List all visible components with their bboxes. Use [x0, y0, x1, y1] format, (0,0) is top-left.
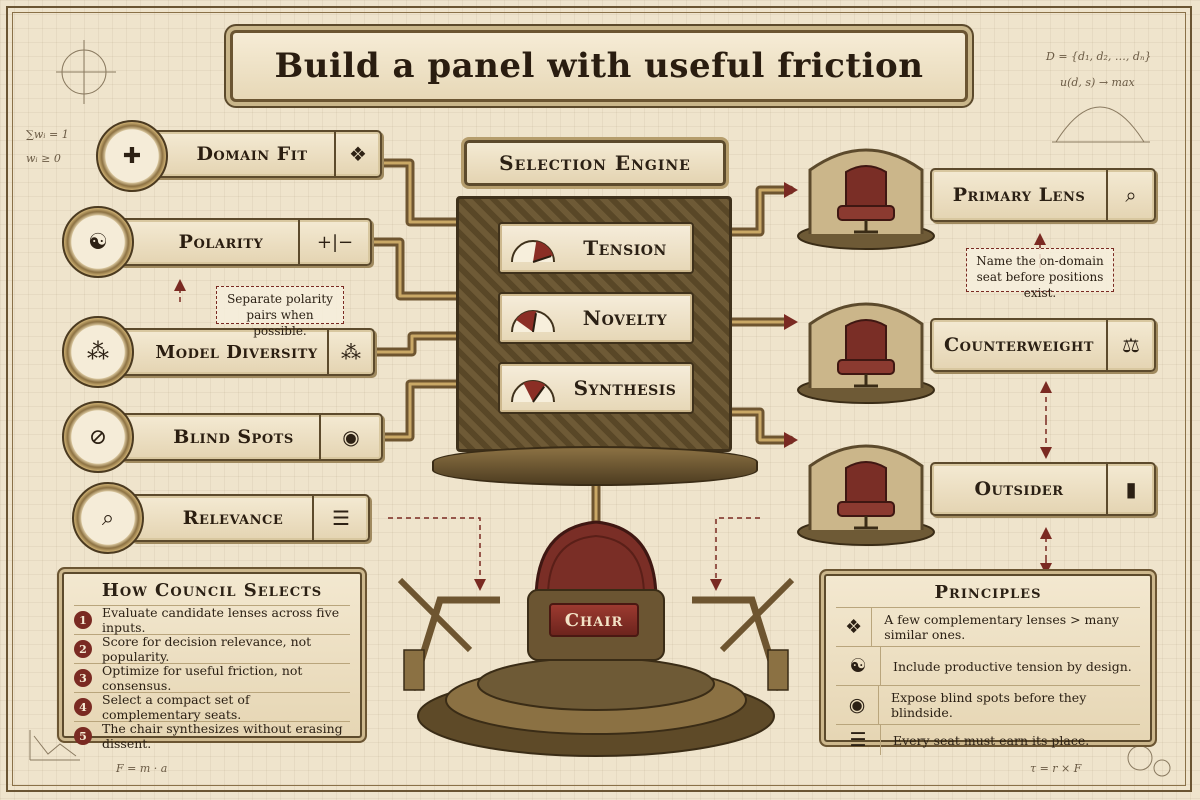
how-step: 4 Select a compact set of complementary s… — [74, 692, 350, 722]
step-number: 3 — [74, 669, 92, 687]
input-label: Domain Fit — [196, 143, 308, 165]
input-label: Polarity — [178, 231, 264, 253]
input-domain-fit[interactable]: Domain Fit ❖ — [148, 130, 382, 178]
seat-alcove-outsider — [797, 444, 935, 546]
magnifier-icon: ⌕ — [101, 505, 115, 531]
network-icon: ⁂ — [327, 330, 373, 374]
gauge-blind-spots: ⊘ — [62, 401, 134, 473]
synthesis-dial — [511, 380, 555, 403]
tension-dial — [511, 240, 555, 263]
principle-row: ☯ Include productive tension by design. — [836, 646, 1140, 685]
document-icon: ☰ — [836, 725, 881, 755]
yin-yang-icon: ☯ — [88, 229, 108, 255]
puzzle-icon: ❖ — [334, 132, 380, 176]
gauge-domain-fit: ✚ — [96, 120, 168, 192]
seat-alcove-primary — [797, 148, 935, 250]
eye-icon: ◉ — [319, 415, 381, 459]
chair-label: Chair — [549, 603, 639, 637]
sketch-marks — [29, 40, 1171, 777]
puzzle-icon: ❖ — [836, 608, 873, 646]
principle-text: Every seat must earn its place. — [893, 732, 1090, 748]
step-number: 2 — [74, 640, 92, 658]
crosshair-icon: ✚ — [122, 143, 142, 169]
scales-icon: ⚖ — [1106, 320, 1154, 370]
novelty-dial — [511, 310, 555, 333]
title-plate: Build a panel with useful friction — [230, 30, 968, 102]
yin-yang-icon: ☯ — [836, 647, 881, 685]
how-step: 3 Optimize for useful friction, not conse… — [74, 663, 350, 693]
input-blind-spots[interactable]: Blind Spots ◉ — [120, 413, 383, 461]
meter-label: Novelty — [582, 306, 668, 330]
gauge-polarity: ☯ — [62, 206, 134, 278]
seat-outsider[interactable]: Outsider ▮ — [930, 462, 1156, 516]
formula-torque: τ = r × F — [1030, 762, 1082, 775]
input-label: Blind Spots — [173, 426, 294, 448]
page-title: Build a panel with useful friction — [274, 46, 924, 86]
seat-label: Primary Lens — [952, 184, 1086, 206]
formula-set: D = {d₁, d₂, …, dₙ} — [1046, 50, 1152, 63]
seat-counterweight[interactable]: Counterweight ⚖ — [930, 318, 1156, 372]
meter-label: Tension — [583, 236, 667, 260]
step-number: 5 — [74, 727, 92, 745]
meter-novelty: Novelty — [498, 292, 694, 344]
meter-label: Synthesis — [573, 376, 677, 400]
how-step: 1 Evaluate candidate lenses across five i… — [74, 605, 350, 635]
step-text: Evaluate candidate lenses across five in… — [102, 605, 340, 635]
input-relevance[interactable]: Relevance ☰ — [130, 494, 370, 542]
principles-title: Principles — [934, 582, 1042, 603]
step-number: 4 — [74, 698, 92, 716]
network-icon: ⁂ — [87, 339, 109, 365]
seat-primary-lens[interactable]: Primary Lens ⌕ — [930, 168, 1156, 222]
input-polarity[interactable]: Polarity +|− — [118, 218, 372, 266]
principle-row: ☰ Every seat must earn its place. — [836, 724, 1140, 755]
principle-row: ◉ Expose blind spots before they blindsid… — [836, 685, 1140, 724]
step-text: Select a compact set of complementary se… — [102, 692, 250, 722]
meter-tension: Tension — [498, 222, 694, 274]
input-label: Relevance — [182, 507, 284, 529]
principle-row: ❖ A few complementary lenses > many simil… — [836, 607, 1140, 646]
formula-utility: u(d, s) → max — [1060, 76, 1135, 89]
formula-force: F = m · a — [116, 762, 168, 775]
step-number: 1 — [74, 611, 92, 629]
principle-text: Expose blind spots before they blindside… — [890, 690, 1087, 720]
primary-lens-callout: Name the on-domain seat before positions… — [966, 248, 1114, 300]
how-step: 5 The chair synthesizes without erasing d… — [74, 721, 350, 751]
gauge-relevance: ⌕ — [72, 482, 144, 554]
door-icon: ▮ — [1106, 464, 1154, 514]
chair-throne — [397, 520, 795, 757]
seat-alcove-counterweight — [797, 302, 935, 404]
how-steps-list: 1 Evaluate candidate lenses across five i… — [64, 605, 360, 751]
formula-weights-nonneg: wᵢ ≥ 0 — [26, 152, 61, 165]
selection-engine-base — [432, 446, 758, 486]
how-panel-title: How Council Selects — [101, 580, 323, 601]
seat-label: Counterweight — [944, 334, 1094, 356]
meter-synthesis: Synthesis — [498, 362, 694, 414]
principle-text: Include productive tension by design. — [893, 658, 1132, 674]
how-step: 2 Score for decision relevance, not popul… — [74, 634, 350, 664]
eye-icon: ◉ — [836, 686, 879, 724]
gauge-model-diversity: ⁂ — [62, 316, 134, 388]
selection-engine-title: Selection Engine — [464, 140, 726, 186]
hidden-eye-icon: ⊘ — [88, 424, 108, 450]
formula-weights-sum: ∑wᵢ = 1 — [26, 128, 69, 141]
input-label: Model Diversity — [155, 341, 318, 363]
principle-text: A few complementary lenses > many simila… — [884, 612, 1119, 642]
step-text: Optimize for useful friction, not consen… — [102, 663, 303, 693]
input-model-diversity[interactable]: Model Diversity ⁂ — [118, 328, 375, 376]
polarity-callout: Separate polarity pairs when possible. — [216, 286, 344, 338]
document-icon: ☰ — [312, 496, 368, 540]
seat-label: Outsider — [974, 478, 1064, 500]
how-council-selects-panel: How Council Selects 1 Evaluate candidate … — [62, 572, 362, 751]
step-text: Score for decision relevance, not popula… — [102, 634, 312, 664]
principles-panel: Principles ❖ A few complementary lenses >… — [824, 574, 1152, 755]
polarity-icon: +|− — [298, 220, 370, 264]
magnifier-icon: ⌕ — [1106, 170, 1154, 220]
step-text: The chair synthesizes without erasing di… — [102, 721, 343, 751]
